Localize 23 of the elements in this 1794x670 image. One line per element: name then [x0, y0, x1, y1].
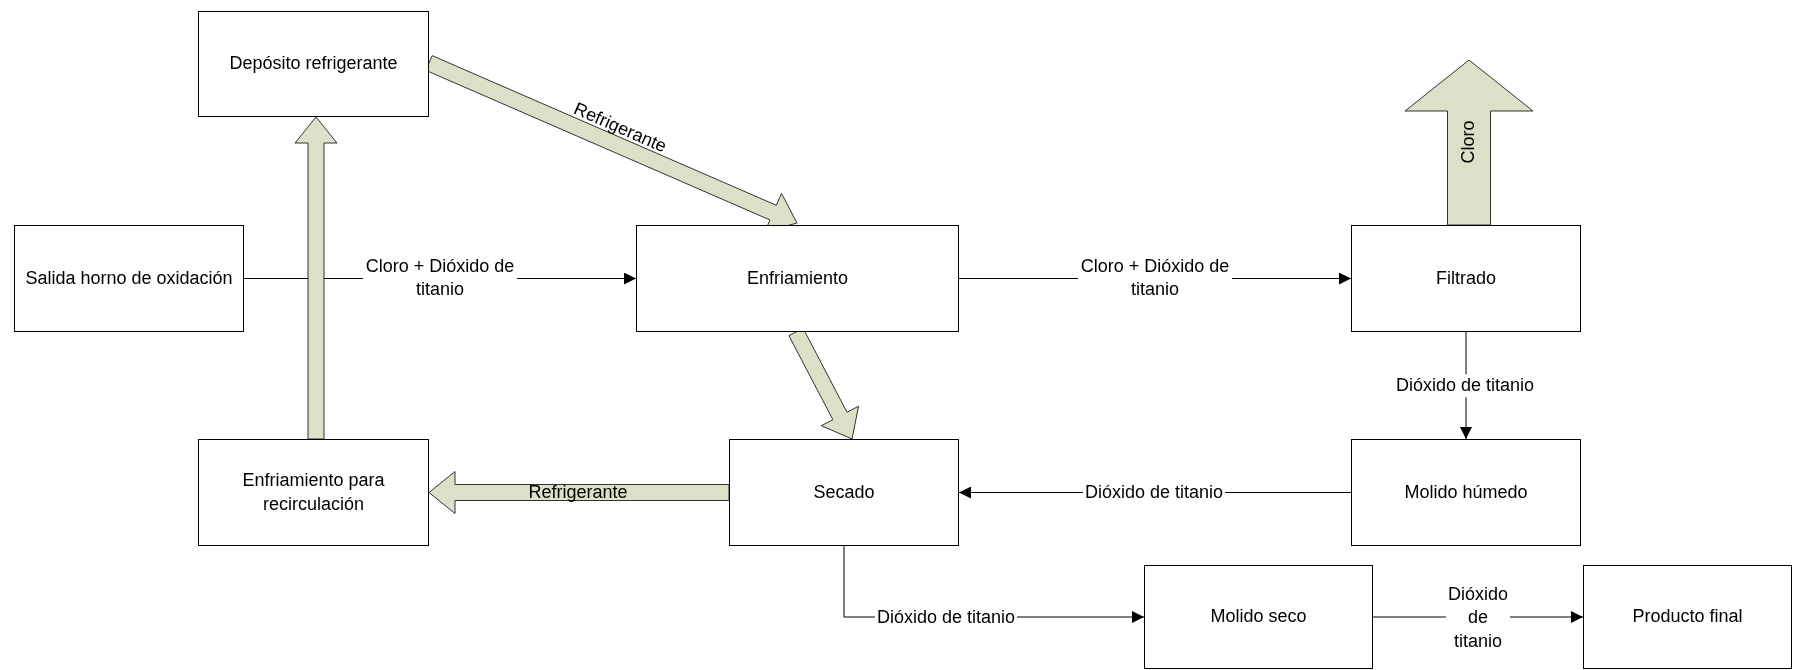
edge-label: Cloro — [1457, 119, 1480, 166]
edge-label: Refrigerante — [527, 481, 629, 505]
process-box — [198, 11, 429, 117]
block-arrow — [294, 116, 338, 440]
process-box — [1583, 565, 1792, 669]
node-label: Secado — [813, 480, 875, 504]
process-box — [1351, 225, 1581, 332]
node-label: Molido seco — [1210, 605, 1307, 629]
block-arrow — [1404, 59, 1534, 226]
node-label: Producto final — [1632, 605, 1743, 629]
process-box — [198, 439, 429, 546]
node-label: Filtrado — [1436, 266, 1496, 290]
node-label: Enfriamiento — [746, 266, 849, 290]
node-label: Depósito refrigerante — [229, 52, 398, 76]
block-arrow — [428, 471, 730, 514]
node-label: Salida horno de oxidación — [25, 266, 233, 290]
node-label: Enfriamiento para recirculación — [241, 469, 386, 516]
process-box — [1144, 565, 1373, 669]
process-box — [729, 439, 959, 546]
node-label: Molido húmedo — [1404, 480, 1528, 504]
process-box — [1351, 439, 1581, 546]
process-box — [636, 225, 959, 332]
process-box — [14, 225, 244, 332]
